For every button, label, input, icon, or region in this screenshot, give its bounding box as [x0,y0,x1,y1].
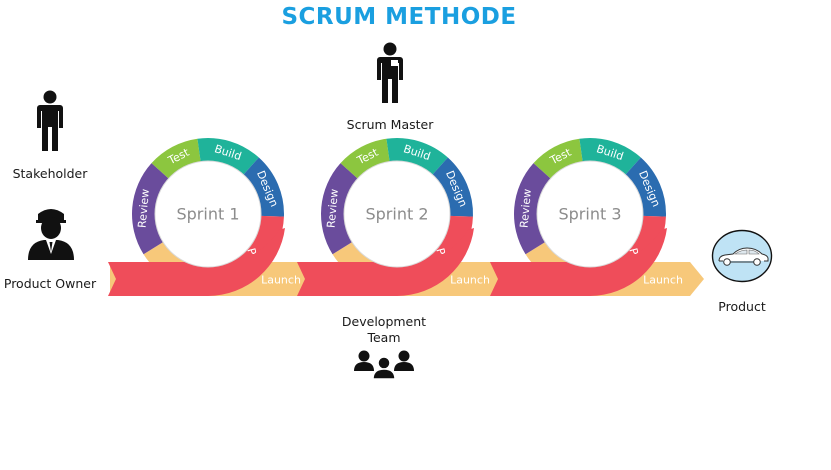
sprint-3-review-label: Review [518,188,534,228]
sprint-loop-1: ReviewTestBuildDesignPlanLaunchSprint 1 [108,138,301,296]
sprint-2-center [343,160,451,268]
sprint-1-design-segment [243,157,284,217]
sprint-3-launch-label: Launch [643,274,683,287]
sprint-2-review-label: Review [325,188,341,228]
sprint-3-title: Sprint 3 [558,205,621,224]
car-icon [711,229,773,283]
sprint-loop-3: ReviewTestBuildDesignPlanLaunchSprint 3 [490,137,683,296]
product-owner-icon [28,209,74,260]
sprint-3-build-segment [579,137,641,175]
sprint-1-test-segment [151,138,201,179]
sprint-3-design-segment [625,157,666,217]
development-team-label-line2: Team [367,330,401,345]
stakeholder-label: Stakeholder [12,166,88,181]
sprint-2-build-segment [386,138,448,175]
development-team-label-line1: Development [341,314,427,329]
sprint-1-build-segment [197,138,259,175]
sprint-3-test-segment [533,138,583,179]
product-label: Product [718,299,766,314]
sprint-1-title: Sprint 1 [176,205,239,224]
scrum-master-person-icon [377,42,403,103]
development-team-icon [354,350,414,379]
sprint-2-launch-label: Launch [450,274,490,287]
sprint-1-center [154,160,262,268]
sprint-1-review-segment [132,163,169,255]
sprint-3-review-segment [513,163,551,255]
stakeholder-person-icon [37,90,63,151]
diagram-title: SCRUM METHODE [281,4,517,30]
sprint-2-design-segment [432,157,473,217]
sprint-3-center [536,160,644,268]
launch-arrow-tip [686,262,704,296]
product-owner-label: Product Owner [3,276,97,291]
sprint-loop-2: ReviewTestBuildDesignPlanLaunchSprint 2 [297,138,490,296]
sprint-2-test-segment [340,138,390,179]
sprint-1-launch-label: Launch [261,274,301,287]
sprint-2-title: Sprint 2 [365,205,428,224]
sprint-1-review-label: Review [136,188,152,228]
scrum-master-label: Scrum Master [346,117,434,132]
sprint-2-review-segment [321,163,358,255]
